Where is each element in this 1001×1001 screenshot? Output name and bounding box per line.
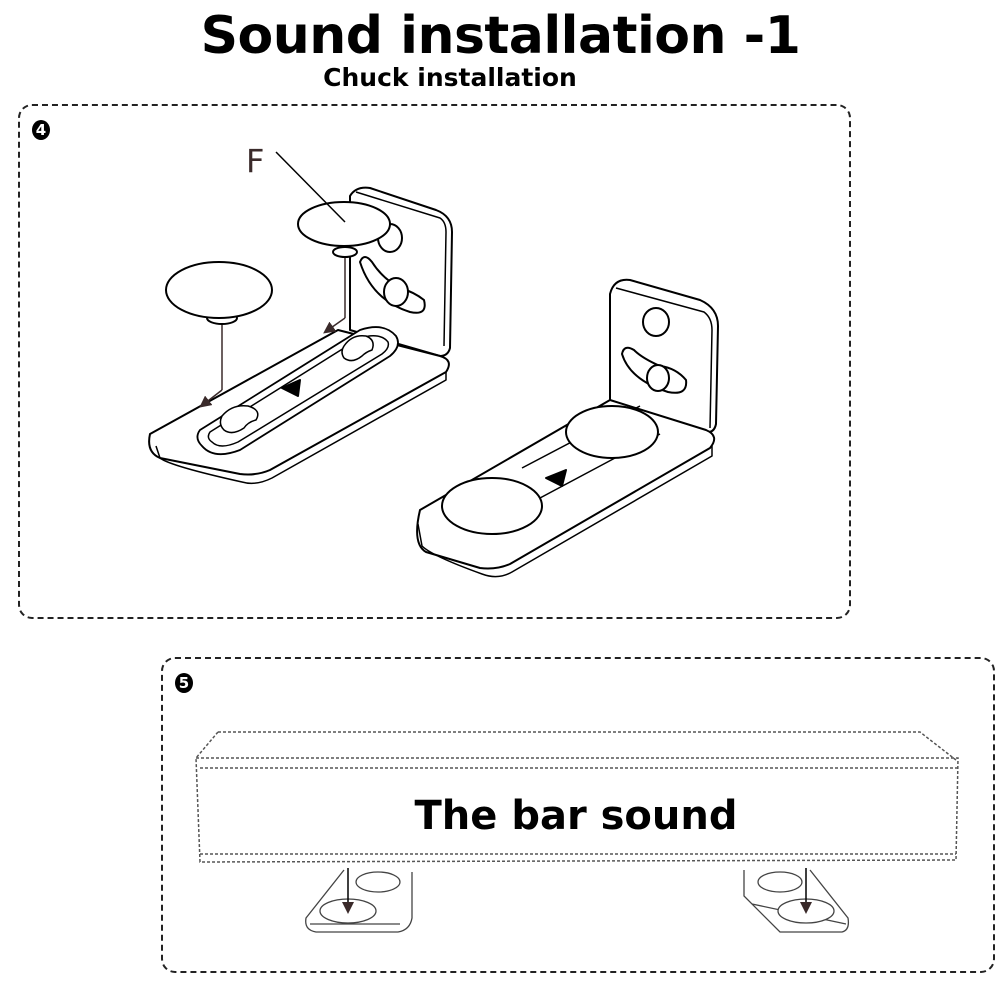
bracket-1-direction-arrow-icon	[281, 379, 301, 397]
bracket-1-illustration	[148, 151, 453, 485]
bracket-1-knob	[383, 277, 409, 307]
step-5-badge: 5	[175, 673, 193, 693]
pad-attached-1	[441, 477, 543, 535]
soundbar-label: The bar sound	[414, 793, 738, 839]
step-4-badge: 4	[32, 120, 50, 140]
right-bracket-illustration	[743, 868, 850, 933]
bracket-2-illustration	[416, 278, 719, 578]
bracket-2-direction-arrow-icon	[545, 469, 567, 487]
soundbar-outline	[195, 731, 959, 863]
step-5-panel: 5	[161, 657, 995, 973]
pad-f	[297, 201, 391, 247]
pad-attached-2	[565, 405, 659, 459]
callout-f-label: F	[246, 142, 264, 180]
step-4-panel: 4	[18, 104, 851, 619]
page-title: Sound installation -1	[200, 6, 801, 66]
left-bracket-illustration	[305, 868, 413, 933]
bracket-2-knob	[646, 364, 670, 392]
page-subtitle: Chuck installation	[323, 63, 577, 92]
pad-1	[165, 261, 273, 319]
